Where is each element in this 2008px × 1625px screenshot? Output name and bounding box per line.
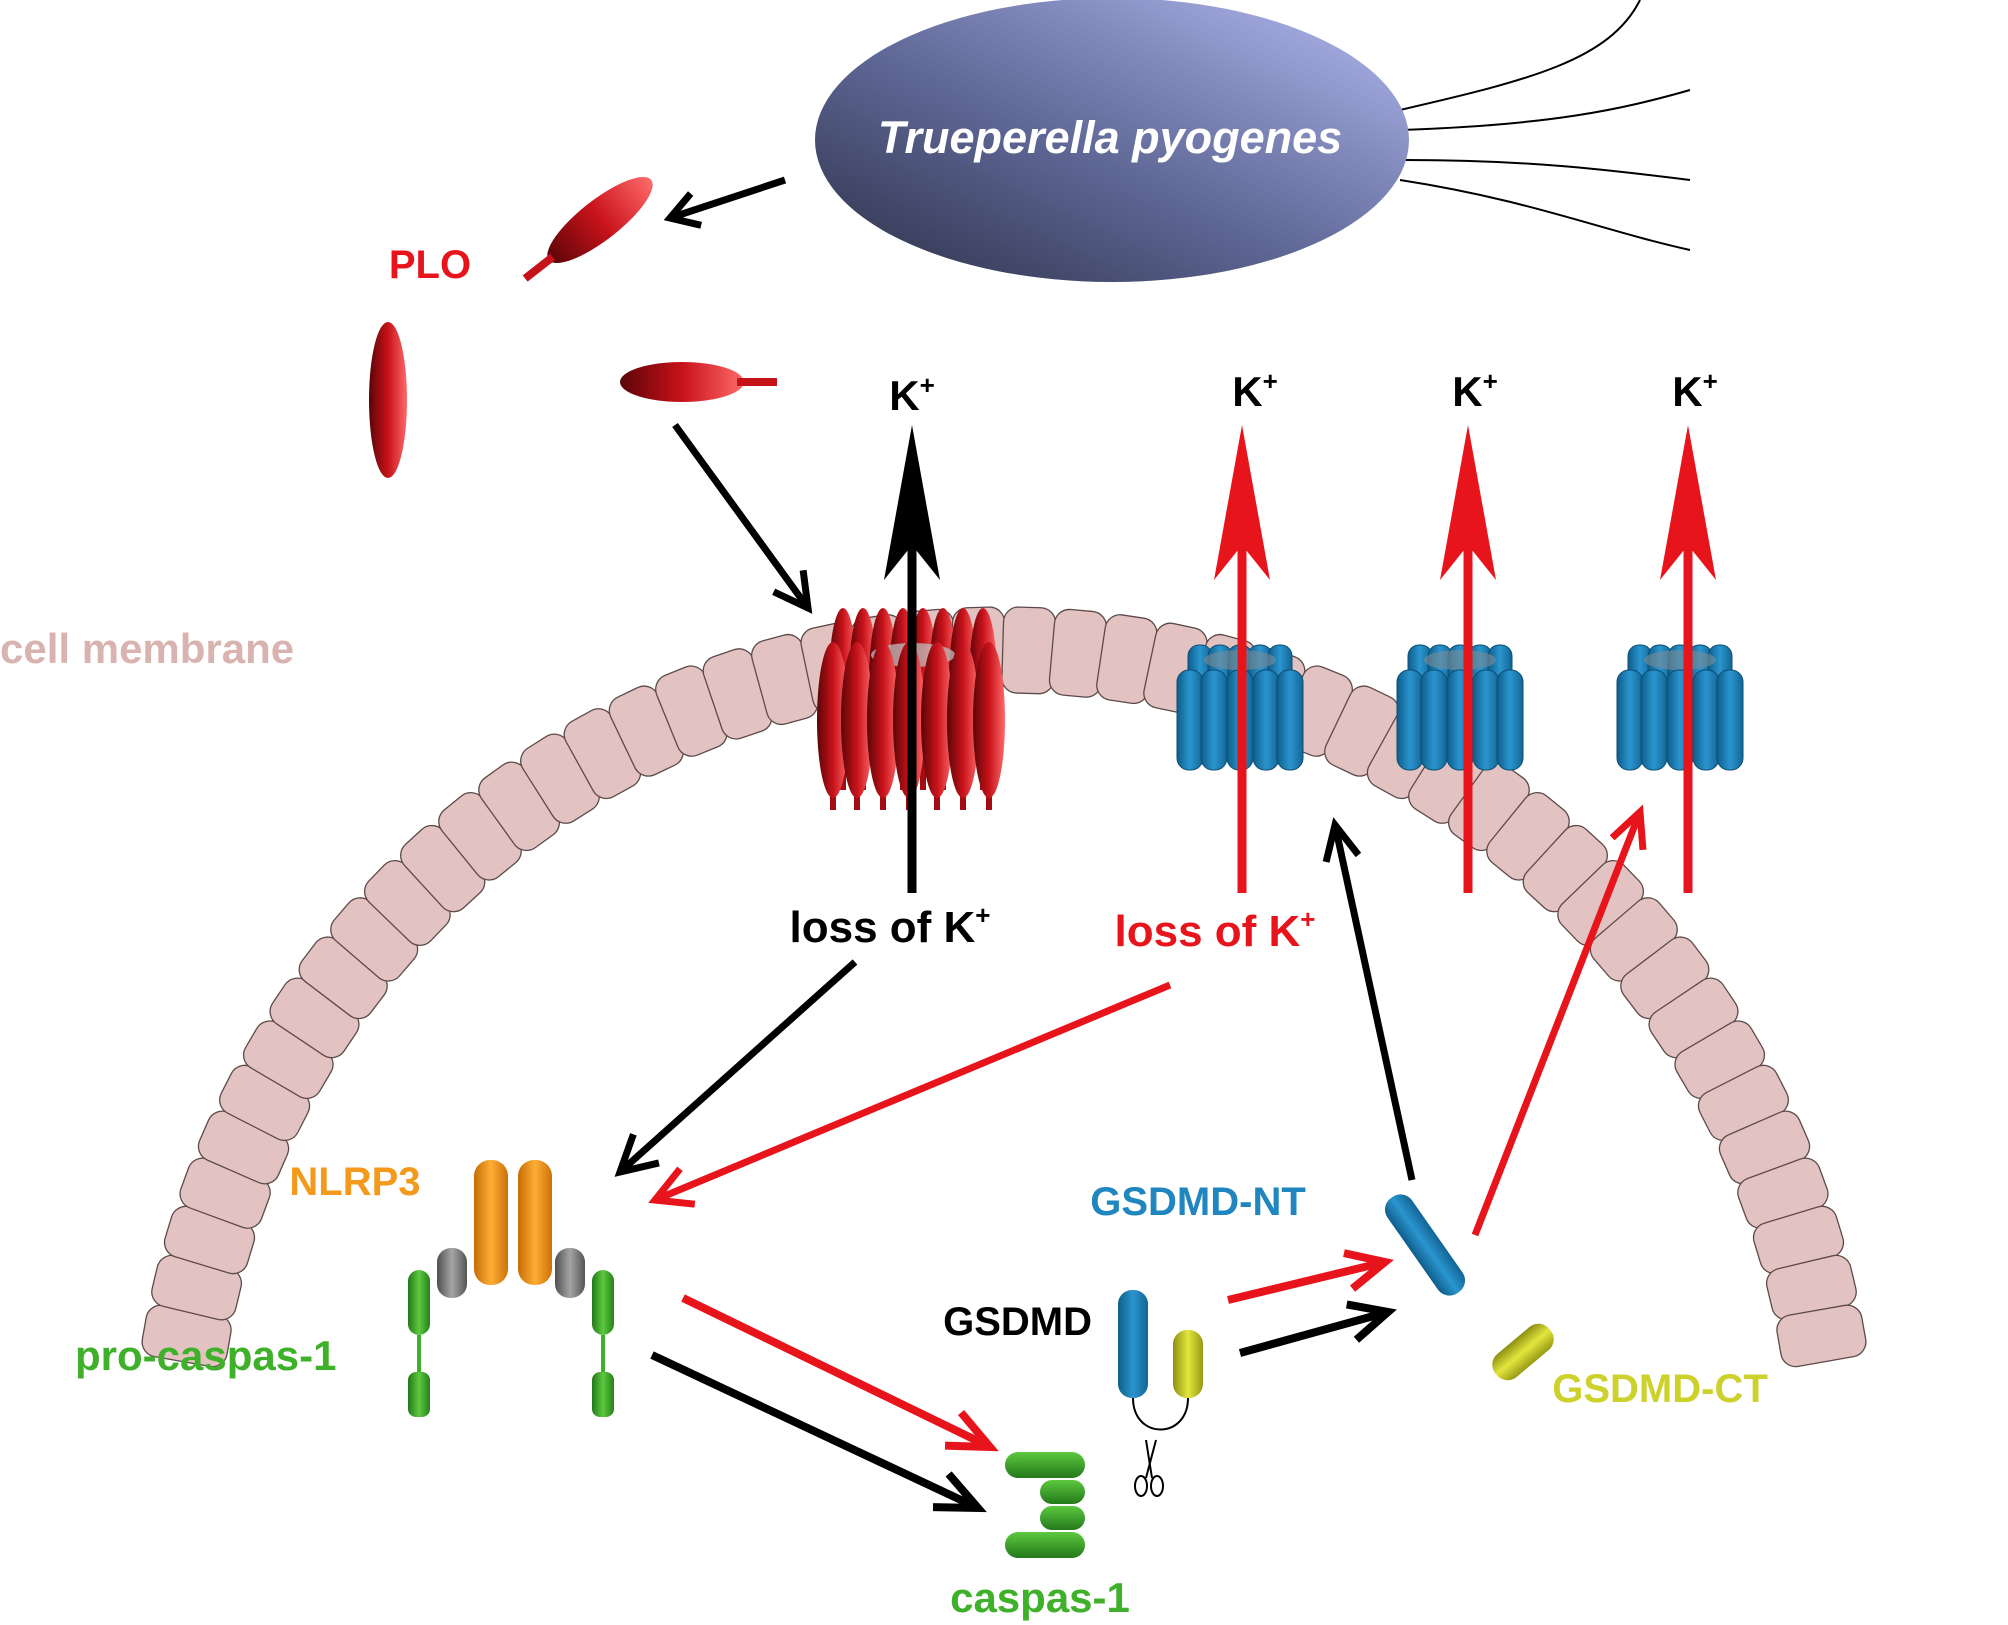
gsdmd-ct bbox=[1492, 1323, 1554, 1381]
toxin-monomer-1 bbox=[522, 176, 653, 282]
gsdmd-pore bbox=[1616, 644, 1744, 771]
k-ion-label: K+ bbox=[1232, 366, 1278, 415]
lipid bbox=[1776, 1304, 1867, 1368]
gsdmd-nt-label: GSDMD-NT bbox=[1090, 1180, 1306, 1224]
caspase-label: caspas-1 bbox=[950, 1574, 1130, 1621]
toxin-monomer-2 bbox=[369, 322, 407, 478]
k-ion-label: K+ bbox=[1452, 366, 1498, 415]
k-ion-label: K+ bbox=[889, 370, 935, 419]
gsdmd-label: GSDMD bbox=[943, 1300, 1092, 1344]
gsdmd-nt bbox=[1384, 1194, 1466, 1296]
membrane-label: cell membrane bbox=[0, 625, 294, 672]
gsdmd-ct-label: GSDMD-CT bbox=[1552, 1367, 1768, 1411]
pro-caspase-label: pro-caspas-1 bbox=[75, 1332, 336, 1379]
scissors-icon bbox=[1134, 1439, 1164, 1497]
bacterium: Trueperella pyogenes bbox=[815, 0, 1691, 282]
nlrp3-inflammasome bbox=[408, 1160, 614, 1417]
k-ion-label: K+ bbox=[1672, 366, 1718, 415]
gsdmd-pore bbox=[1396, 644, 1524, 771]
toxin-label: PLO bbox=[389, 243, 471, 287]
loss-k-label-red: loss of K+ bbox=[1115, 904, 1316, 956]
caspase-1 bbox=[1005, 1452, 1085, 1558]
gsdmd-protein bbox=[1118, 1290, 1203, 1431]
arrows bbox=[614, 176, 1716, 1513]
toxin-monomer-3 bbox=[620, 362, 777, 402]
loss-k-label-black: loss of K+ bbox=[790, 900, 991, 952]
lipid bbox=[1001, 606, 1057, 695]
nlrp3-label: NLRP3 bbox=[289, 1160, 420, 1204]
bacterium-label: Trueperella pyogenes bbox=[878, 112, 1342, 163]
